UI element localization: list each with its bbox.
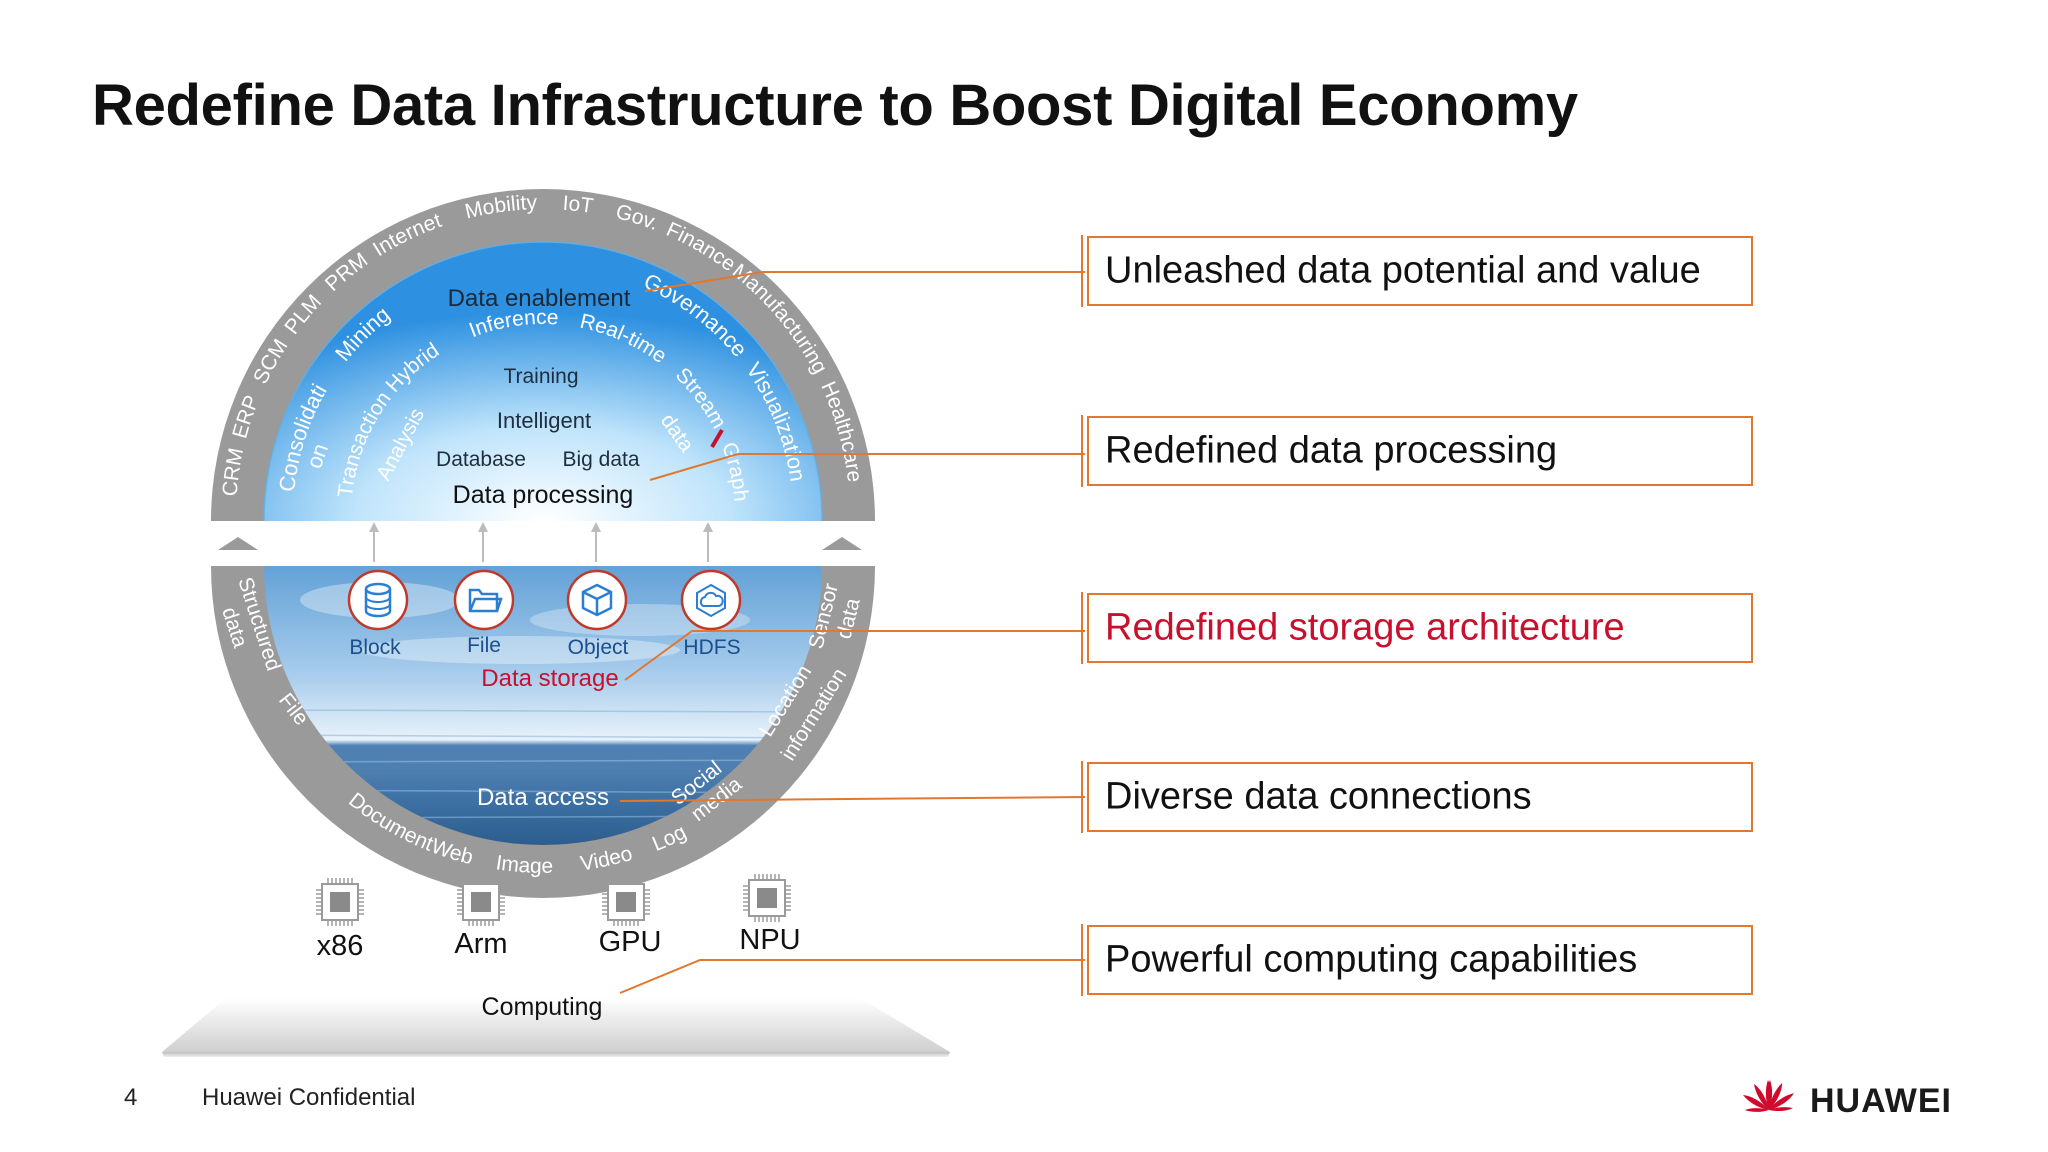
gpu-chip-icon bbox=[602, 878, 650, 926]
computing-base bbox=[162, 998, 950, 1052]
storage-icons bbox=[347, 569, 742, 631]
callout-data-connections: Diverse data connections bbox=[1087, 762, 1753, 832]
left-arrowhead bbox=[218, 537, 258, 550]
npu-chip-icon bbox=[743, 874, 791, 922]
inner-dome-top bbox=[264, 242, 822, 521]
label-big-data: Big data bbox=[562, 448, 639, 471]
label-file: File bbox=[467, 634, 501, 657]
label-block: Block bbox=[349, 636, 401, 659]
callout-text-3: Redefined storage architecture bbox=[1105, 606, 1625, 649]
callout-marker-1 bbox=[1081, 235, 1083, 307]
label-data-enablement: Data enablement bbox=[448, 285, 631, 312]
label-iot: IoT bbox=[562, 192, 595, 218]
callout-data-potential: Unleashed data potential and value bbox=[1087, 236, 1753, 306]
huawei-wordmark: HUAWEI bbox=[1810, 1082, 1952, 1120]
label-image: Image bbox=[494, 851, 553, 878]
right-arrowhead bbox=[822, 537, 862, 550]
label-arm: Arm bbox=[454, 928, 507, 960]
computing-chips bbox=[316, 874, 791, 926]
label-intelligent: Intelligent bbox=[497, 408, 591, 433]
label-object: Object bbox=[568, 636, 629, 659]
page-number: 4 bbox=[124, 1084, 138, 1111]
confidential-label: Huawei Confidential bbox=[202, 1084, 416, 1111]
label-hdfs: HDFS bbox=[683, 636, 740, 659]
label-npu: NPU bbox=[739, 924, 800, 956]
huawei-logo-icon bbox=[1743, 1080, 1794, 1112]
processing-center: Training Intelligent Database Big data D… bbox=[436, 365, 640, 509]
label-gpu: GPU bbox=[599, 926, 662, 958]
callout-marker-5 bbox=[1081, 924, 1083, 996]
upward-arrows bbox=[369, 522, 713, 562]
callout-computing: Powerful computing capabilities bbox=[1087, 925, 1753, 995]
callout-text-4: Diverse data connections bbox=[1105, 775, 1532, 818]
label-x86: x86 bbox=[317, 930, 364, 962]
callout-text-2: Redefined data processing bbox=[1105, 429, 1558, 472]
callout-storage-architecture: Redefined storage architecture bbox=[1087, 593, 1753, 663]
label-database: Database bbox=[436, 448, 526, 471]
gap-strip bbox=[211, 521, 875, 563]
label-training: Training bbox=[503, 365, 578, 388]
cube-icon bbox=[566, 569, 628, 631]
callout-marker-4 bbox=[1081, 761, 1083, 833]
label-data-storage: Data storage bbox=[481, 665, 618, 692]
callout-data-processing: Redefined data processing bbox=[1087, 416, 1753, 486]
chip-labels: x86 Arm GPU NPU bbox=[317, 924, 801, 962]
label-data-processing: Data processing bbox=[453, 481, 634, 509]
svg-text:Image: Image bbox=[494, 851, 553, 878]
svg-text:IoT: IoT bbox=[562, 192, 595, 218]
connector-lines bbox=[619, 271, 1086, 994]
storage-labels: Block File Object HDFS bbox=[349, 634, 740, 659]
x86-chip-icon bbox=[316, 878, 364, 926]
label-computing: Computing bbox=[482, 993, 603, 1021]
callout-text-1: Unleashed data potential and value bbox=[1105, 249, 1701, 292]
arm-chip-icon bbox=[457, 878, 505, 926]
folder-icon bbox=[453, 569, 515, 631]
label-data-access: Data access bbox=[477, 784, 609, 811]
block-icon bbox=[347, 569, 409, 631]
cloud-icon bbox=[680, 569, 742, 631]
stream-marker bbox=[710, 428, 724, 449]
computing-base-edge bbox=[162, 1052, 950, 1057]
callout-marker-3 bbox=[1081, 592, 1083, 664]
callout-marker-2 bbox=[1081, 415, 1083, 487]
page-title: Redefine Data Infrastructure to Boost Di… bbox=[92, 73, 1578, 138]
callout-text-5: Powerful computing capabilities bbox=[1105, 938, 1638, 981]
